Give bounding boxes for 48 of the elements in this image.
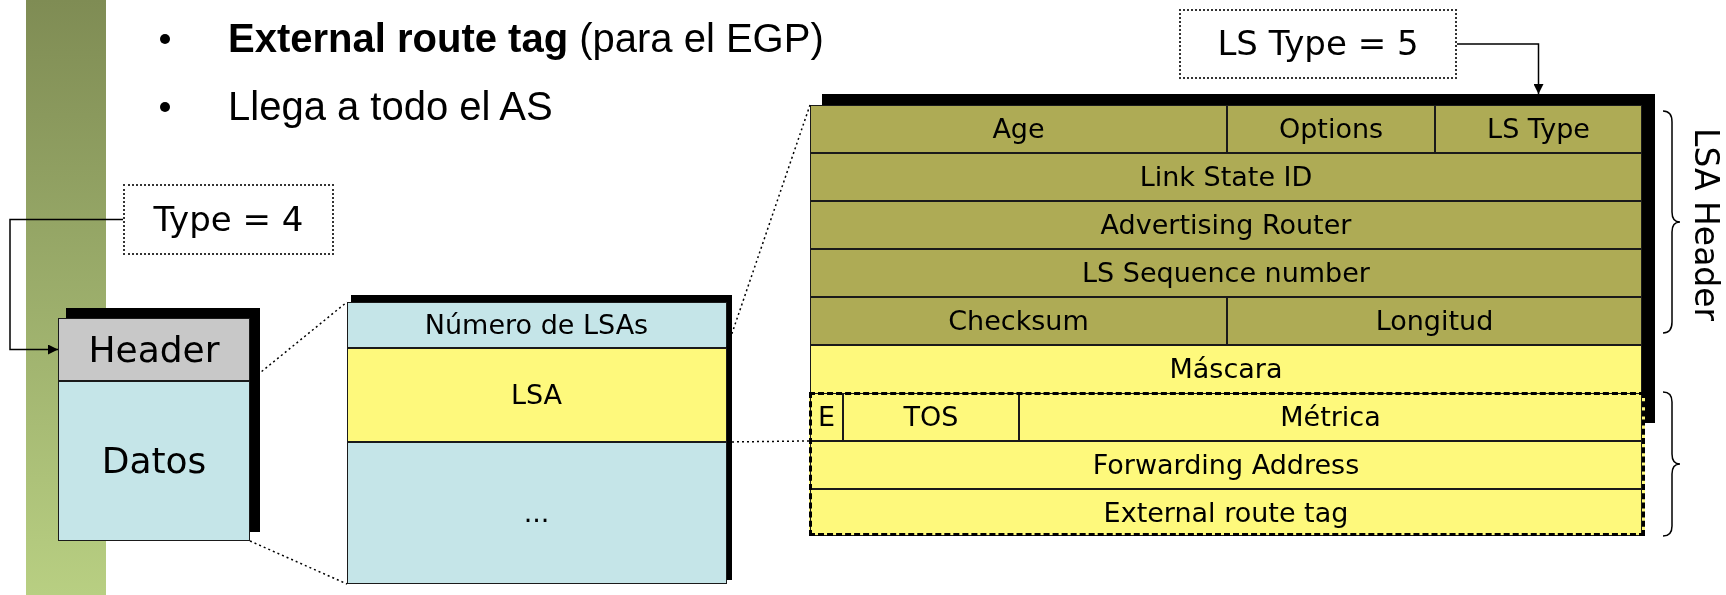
field-cell bbox=[810, 249, 1642, 297]
dashed-field-group bbox=[809, 392, 1645, 536]
field-cell bbox=[810, 489, 1642, 536]
arrow bbox=[1456, 43, 1544, 95]
field-label: Header bbox=[88, 329, 220, 370]
callout-box bbox=[1179, 9, 1457, 79]
field-label: Datos bbox=[101, 441, 207, 481]
field-label: Options bbox=[1278, 114, 1384, 144]
field-label: Age bbox=[992, 114, 1045, 144]
field-cell bbox=[810, 345, 1642, 393]
field-cell bbox=[810, 153, 1642, 201]
field-label: LSA bbox=[510, 379, 563, 410]
field-label: Advertising Router bbox=[1100, 210, 1352, 240]
field-label: TOS bbox=[903, 402, 959, 432]
field-label: External route tag bbox=[1103, 497, 1349, 528]
section-label: LSA Header bbox=[1686, 127, 1726, 324]
field-cell bbox=[843, 393, 1019, 441]
field-cell bbox=[58, 381, 250, 541]
field-label: Métrica bbox=[1280, 402, 1381, 432]
field-label: Link State ID bbox=[1139, 162, 1313, 192]
field-cell bbox=[1227, 297, 1642, 345]
field-cell bbox=[810, 441, 1642, 489]
field-cell bbox=[810, 297, 1227, 345]
field-cell bbox=[58, 318, 250, 381]
field-cell bbox=[810, 393, 843, 441]
field-label: ... bbox=[523, 497, 550, 528]
callout-label: Type = 4 bbox=[153, 200, 304, 239]
field-cell bbox=[1019, 393, 1642, 441]
field-cell bbox=[810, 201, 1642, 249]
callout-label: LS Type = 5 bbox=[1217, 25, 1419, 63]
field-label: LS Sequence number bbox=[1082, 258, 1370, 288]
field-cell bbox=[346, 347, 727, 442]
zoom-line bbox=[249, 301, 348, 382]
field-label: E bbox=[817, 402, 836, 432]
field-label: Checksum bbox=[948, 306, 1089, 336]
field-cell bbox=[1435, 105, 1642, 153]
zoom-line bbox=[726, 104, 811, 349]
field-label: Máscara bbox=[1169, 354, 1283, 384]
field-label: LS Type bbox=[1487, 114, 1590, 144]
field-label: Longitud bbox=[1375, 306, 1494, 336]
zoom-line bbox=[249, 540, 348, 585]
bullet-item: External route tag (para el EGP) bbox=[140, 4, 824, 72]
arrow bbox=[9, 218, 124, 355]
field-cell bbox=[1227, 105, 1435, 153]
field-label: Forwarding Address bbox=[1092, 450, 1360, 480]
field-cell bbox=[810, 105, 1227, 153]
callout-box bbox=[123, 184, 334, 255]
field-label: Número de LSAs bbox=[424, 309, 649, 340]
